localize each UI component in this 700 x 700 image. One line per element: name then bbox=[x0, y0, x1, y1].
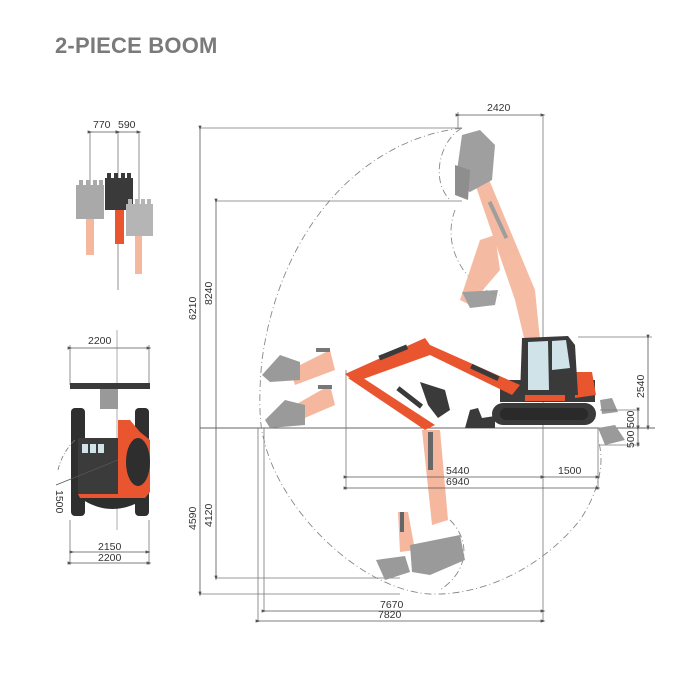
dim-blade-drop: 500 bbox=[625, 430, 637, 448]
ghost-bucket-left bbox=[76, 180, 104, 255]
ghost-bucket-reach-upper bbox=[262, 348, 335, 385]
ghost-arm-raised bbox=[455, 130, 540, 342]
dim-cab-height: 2540 bbox=[635, 374, 647, 398]
dim-min-swing-radius: 5440 bbox=[446, 465, 470, 477]
ghost-bucket-right bbox=[126, 199, 153, 274]
side-blade bbox=[465, 408, 495, 428]
front-blade bbox=[70, 383, 150, 389]
ghost-arm-lowered bbox=[376, 430, 465, 580]
dim-tail-length: 1500 bbox=[558, 465, 582, 477]
boom bbox=[345, 338, 520, 395]
dim-digging-depth: 4590 bbox=[187, 506, 199, 530]
dim-overall-length: 6940 bbox=[446, 476, 470, 488]
dim-blade-width: 2200 bbox=[88, 335, 112, 347]
dim-tail-swing: 1500 bbox=[53, 490, 65, 514]
top-view-boom-offset: 770 590 bbox=[76, 119, 153, 290]
excavator-main bbox=[345, 336, 596, 430]
dim-right-offset: 590 bbox=[118, 119, 136, 131]
ghost-bucket-reach-lower bbox=[265, 385, 335, 428]
side-view: 6210 8240 4590 4120 2420 2540 500 500 54… bbox=[187, 102, 655, 623]
dim-wall-depth: 4120 bbox=[203, 503, 215, 527]
dim-overall-width: 2200 bbox=[98, 552, 122, 564]
page-title: 2-PIECE BOOM bbox=[55, 33, 218, 58]
dim-track-width: 2150 bbox=[98, 541, 122, 553]
dim-dump-height: 8240 bbox=[203, 281, 215, 305]
dim-reach-ground: 7670 bbox=[380, 599, 404, 611]
dim-max-height: 6210 bbox=[187, 296, 199, 320]
main-bucket bbox=[420, 382, 450, 418]
arm bbox=[348, 376, 435, 430]
dim-max-reach: 7820 bbox=[378, 609, 402, 621]
dim-left-offset: 770 bbox=[93, 119, 111, 131]
front-view: 2200 2150 2200 1500 bbox=[53, 330, 152, 565]
dim-boom-top-width: 2420 bbox=[487, 102, 511, 114]
dim-blade-lift: 500 bbox=[625, 410, 637, 428]
